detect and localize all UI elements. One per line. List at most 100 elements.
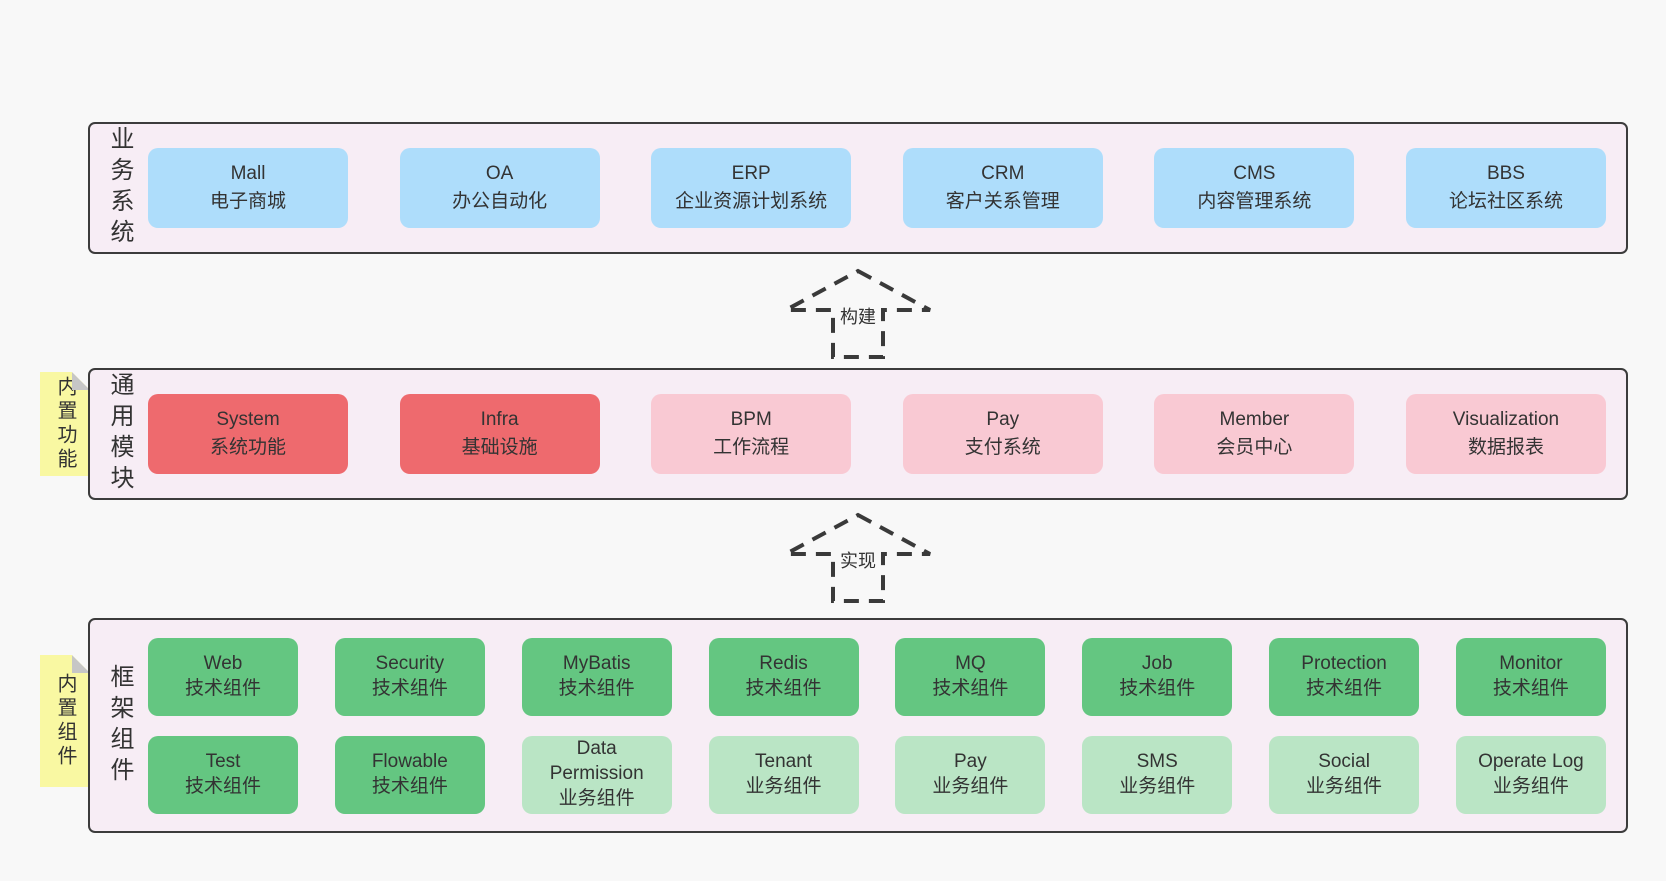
note-text: 内置组件 bbox=[54, 673, 76, 769]
box-title: MQ bbox=[955, 652, 986, 674]
dashed-up-arrow-icon bbox=[785, 268, 931, 359]
box-crm: CRM 客户关系管理 bbox=[902, 148, 1103, 228]
box-desc: 技术组件 bbox=[745, 677, 822, 699]
note-builtin-components: 内置组件 bbox=[40, 655, 90, 787]
box-desc: 技术组件 bbox=[371, 677, 448, 699]
box-bpm: BPM 工作流程 bbox=[651, 394, 852, 474]
box-desc: 技术组件 bbox=[184, 775, 261, 797]
box-title: SMS bbox=[1136, 750, 1178, 772]
box-cms: CMS 内容管理系统 bbox=[1154, 148, 1355, 228]
box-mq: MQ 技术组件 bbox=[895, 637, 1046, 716]
box-title: MyBatis bbox=[562, 652, 631, 674]
box-desc: 数据报表 bbox=[1467, 437, 1544, 458]
box-desc: 技术组件 bbox=[558, 677, 635, 699]
box-desc: 内容管理系统 bbox=[1197, 191, 1312, 212]
layer-framework-components: 框架组件 Web 技术组件 Security 技术组件 MyBatis 技术组件… bbox=[88, 618, 1628, 833]
box-desc: 技术组件 bbox=[371, 775, 448, 797]
box-title: Security bbox=[375, 652, 445, 674]
box-desc: 业务组件 bbox=[1119, 775, 1196, 797]
layer-label-modules: 通用模块 bbox=[90, 370, 148, 498]
box-title: Redis bbox=[759, 652, 808, 674]
component-row-1: Web 技术组件 Security 技术组件 MyBatis 技术组件 Redi… bbox=[148, 637, 1606, 716]
box-title: System bbox=[216, 409, 280, 431]
box-desc: 工作流程 bbox=[713, 437, 790, 458]
box-operate-log: Operate Log 业务组件 bbox=[1455, 735, 1606, 814]
box-title: Tenant bbox=[755, 750, 813, 772]
box-desc: 客户关系管理 bbox=[945, 191, 1060, 212]
layer-label-text: 框架组件 bbox=[106, 663, 133, 788]
box-desc: 会员中心 bbox=[1216, 437, 1293, 458]
box-desc: 业务组件 bbox=[1492, 775, 1569, 797]
box-visualization: Visualization 数据报表 bbox=[1405, 394, 1606, 474]
box-title: Test bbox=[205, 750, 241, 772]
note-text: 内置功能 bbox=[54, 376, 76, 472]
box-title: BBS bbox=[1486, 163, 1525, 185]
box-title: Protection bbox=[1301, 652, 1387, 674]
box-mall: Mall 电子商城 bbox=[148, 148, 348, 228]
box-job: Job 技术组件 bbox=[1082, 637, 1233, 716]
note-builtin-features: 内置功能 bbox=[40, 372, 90, 476]
box-desc: 基础设施 bbox=[461, 437, 538, 458]
box-member: Member 会员中心 bbox=[1154, 394, 1355, 474]
layer-label-text: 业务系统 bbox=[106, 126, 133, 250]
box-title: BPM bbox=[730, 409, 772, 431]
box-desc: 系统功能 bbox=[209, 437, 286, 458]
box-title: Visualization bbox=[1452, 409, 1560, 431]
box-mybatis: MyBatis 技术组件 bbox=[521, 637, 672, 716]
box-title: Pay bbox=[986, 409, 1020, 431]
box-desc: 技术组件 bbox=[1119, 677, 1196, 699]
box-title: CRM bbox=[981, 163, 1025, 185]
box-desc: 业务组件 bbox=[745, 775, 822, 797]
box-desc: 支付系统 bbox=[964, 437, 1041, 458]
box-desc: 电子商城 bbox=[209, 191, 286, 212]
box-desc: 办公自动化 bbox=[452, 191, 548, 212]
box-tenant: Tenant 业务组件 bbox=[708, 735, 859, 814]
box-social: Social 业务组件 bbox=[1269, 735, 1420, 814]
box-desc: 论坛社区系统 bbox=[1448, 191, 1563, 212]
component-rows: Web 技术组件 Security 技术组件 MyBatis 技术组件 Redi… bbox=[148, 620, 1626, 831]
business-boxes: Mall 电子商城 OA 办公自动化 ERP 企业资源计划系统 CRM 客户关系… bbox=[148, 124, 1626, 252]
box-desc: 企业资源计划系统 bbox=[675, 191, 828, 212]
box-title: Job bbox=[1141, 652, 1173, 674]
box-sms: SMS 业务组件 bbox=[1082, 735, 1233, 814]
box-title: Mall bbox=[230, 163, 266, 185]
layer-label-text: 通用模块 bbox=[106, 372, 133, 496]
arrow-implement-label: 实现 bbox=[836, 546, 880, 574]
box-title: OA bbox=[485, 163, 514, 185]
box-title: Web bbox=[203, 652, 243, 674]
box-title: ERP bbox=[731, 163, 771, 185]
box-desc: 业务组件 bbox=[932, 775, 1009, 797]
arrow-implement: 实现 bbox=[783, 512, 933, 604]
box-pay-component: Pay 业务组件 bbox=[895, 735, 1046, 814]
box-desc: 业务组件 bbox=[1306, 775, 1383, 797]
box-oa: OA 办公自动化 bbox=[399, 148, 600, 228]
box-title: Operate Log bbox=[1478, 750, 1584, 772]
box-title: Monitor bbox=[1499, 652, 1563, 674]
layer-common-modules: 通用模块 System 系统功能 Infra 基础设施 BPM 工作流程 Pay… bbox=[88, 368, 1628, 500]
layer-label-components: 框架组件 bbox=[90, 620, 148, 831]
box-title: Member bbox=[1219, 409, 1290, 431]
box-pay-system: Pay 支付系统 bbox=[902, 394, 1103, 474]
box-security: Security 技术组件 bbox=[334, 637, 485, 716]
box-flowable: Flowable 技术组件 bbox=[334, 735, 485, 814]
box-web: Web 技术组件 bbox=[148, 637, 298, 716]
layer-business-systems: 业务系统 Mall 电子商城 OA 办公自动化 ERP 企业资源计划系统 CRM… bbox=[88, 122, 1628, 254]
box-infra: Infra 基础设施 bbox=[399, 394, 600, 474]
dashed-up-arrow-icon bbox=[785, 512, 931, 603]
box-desc: 技术组件 bbox=[1306, 677, 1383, 699]
module-boxes: System 系统功能 Infra 基础设施 BPM 工作流程 Pay 支付系统… bbox=[148, 370, 1626, 498]
arrow-build-label: 构建 bbox=[836, 302, 880, 330]
box-title: CMS bbox=[1233, 163, 1276, 185]
box-desc: 业务组件 bbox=[558, 787, 635, 809]
layer-label-business: 业务系统 bbox=[90, 124, 148, 252]
box-protection: Protection 技术组件 bbox=[1269, 637, 1420, 716]
box-title: Social bbox=[1318, 750, 1370, 772]
component-row-2: Test 技术组件 Flowable 技术组件 Data Permission … bbox=[148, 735, 1606, 814]
box-system: System 系统功能 bbox=[148, 394, 348, 474]
arrow-build: 构建 bbox=[783, 268, 933, 360]
box-desc: 技术组件 bbox=[932, 677, 1009, 699]
box-desc: 技术组件 bbox=[1492, 677, 1569, 699]
box-monitor: Monitor 技术组件 bbox=[1455, 637, 1606, 716]
box-title: Data Permission bbox=[549, 738, 644, 785]
box-title: Flowable bbox=[371, 750, 448, 772]
